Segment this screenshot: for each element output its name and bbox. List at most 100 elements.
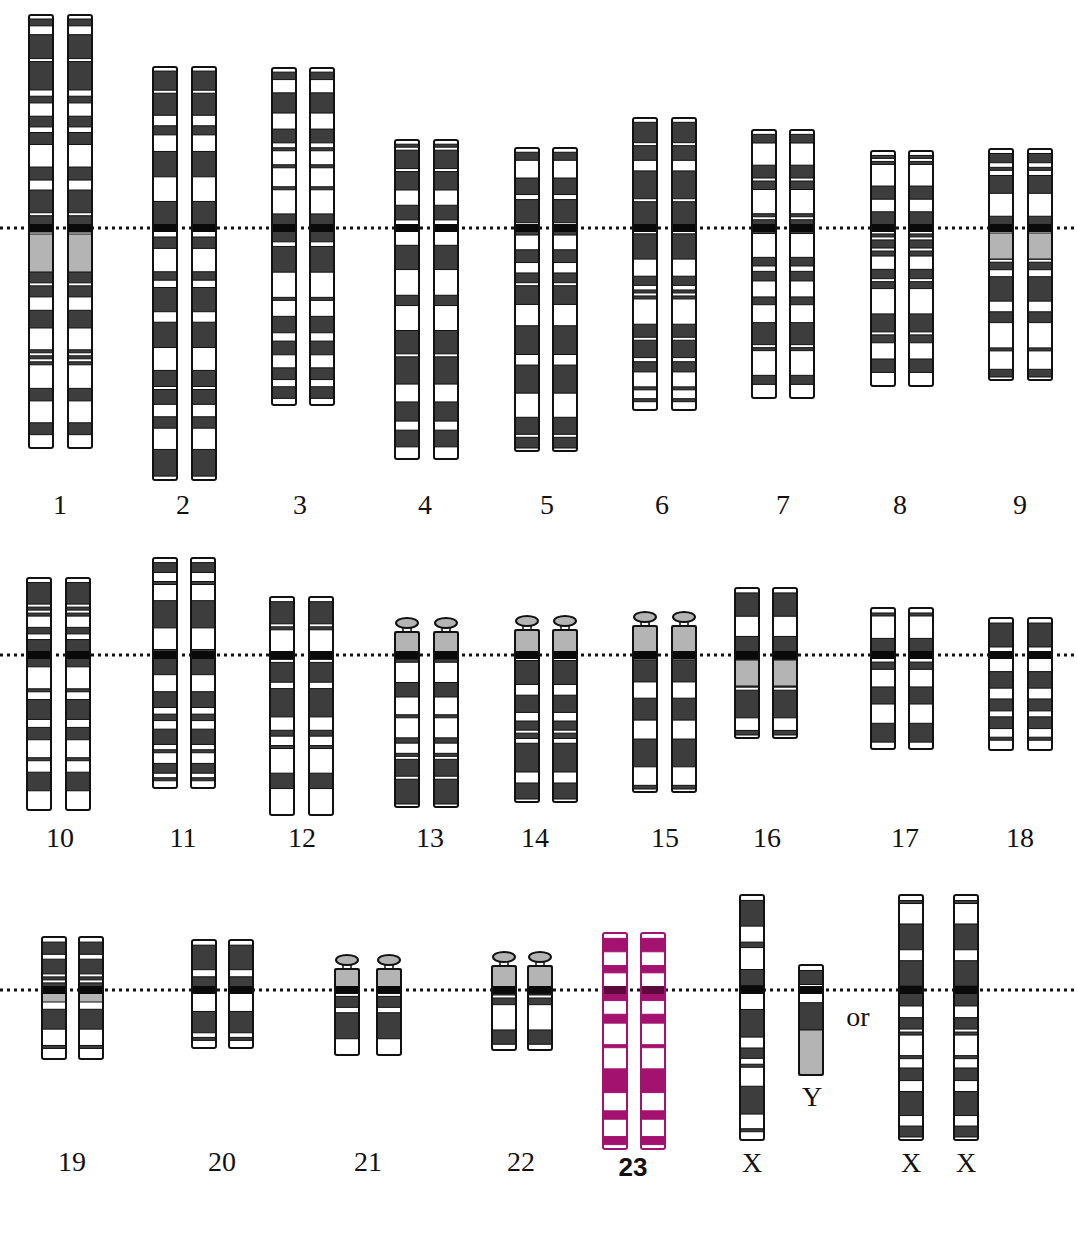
chromosome-band bbox=[395, 753, 419, 756]
chromosome-band bbox=[153, 322, 177, 347]
chromosome-band bbox=[192, 1037, 216, 1040]
chromosome-band bbox=[735, 593, 759, 616]
chromosome-band bbox=[790, 271, 814, 281]
chromosome-band bbox=[553, 200, 577, 223]
chromosome-band bbox=[633, 739, 657, 767]
chromosome-band bbox=[434, 295, 458, 305]
chromosome-band bbox=[310, 246, 334, 272]
centromere bbox=[433, 224, 459, 232]
chromosome-band bbox=[515, 417, 539, 434]
chromatid-outline bbox=[395, 140, 419, 459]
chromosome-band bbox=[272, 297, 296, 300]
chromosome-band bbox=[153, 151, 177, 176]
centromere bbox=[527, 986, 553, 994]
chromosome-band bbox=[773, 593, 797, 616]
chromosome-band bbox=[641, 1045, 665, 1048]
chromatid-body bbox=[79, 937, 103, 1059]
chromatid-outline bbox=[989, 149, 1013, 380]
chromatid-body bbox=[270, 597, 294, 815]
chromosome-band bbox=[29, 423, 53, 435]
chromosome-band bbox=[633, 122, 657, 142]
chromosome-band bbox=[603, 1045, 627, 1048]
chromosome-band bbox=[68, 35, 92, 59]
chromosome-label: 3 bbox=[293, 490, 307, 520]
chromosome-band bbox=[515, 200, 539, 223]
chromosome-band bbox=[871, 161, 895, 164]
centromere bbox=[309, 224, 335, 232]
chromosome-band bbox=[192, 201, 216, 224]
chromosome-label: 11 bbox=[170, 823, 197, 853]
chromatid-body bbox=[989, 149, 1013, 380]
chromatid-outline bbox=[66, 578, 90, 810]
chromosome-band bbox=[395, 683, 419, 697]
centromere bbox=[751, 224, 777, 232]
chromosome-band bbox=[272, 187, 296, 190]
chromatid-body bbox=[871, 151, 895, 386]
chromosome-band bbox=[515, 152, 539, 160]
centromere bbox=[228, 986, 254, 994]
chromatid-body bbox=[1028, 618, 1052, 750]
chromatid-outline bbox=[528, 966, 552, 1050]
chromosome-band bbox=[752, 323, 776, 345]
chromosome-band bbox=[309, 689, 333, 717]
chromosome-band bbox=[989, 348, 1013, 351]
chromosome-band bbox=[740, 1129, 764, 1132]
chromosome-band bbox=[871, 687, 895, 704]
chromosome-label: 12 bbox=[288, 823, 316, 853]
centromere bbox=[433, 651, 459, 659]
chromatid-body bbox=[153, 558, 177, 788]
centromere bbox=[376, 986, 402, 994]
chromatid-outline bbox=[434, 140, 458, 459]
chromosome-band bbox=[153, 71, 177, 90]
chromosome-band bbox=[29, 286, 53, 297]
chromosome-band bbox=[192, 389, 216, 404]
chromatid-outline bbox=[192, 940, 216, 1048]
satellite-knob bbox=[673, 612, 695, 622]
chromosome-band bbox=[66, 689, 90, 692]
chromosome-band bbox=[79, 1009, 103, 1029]
chromosome-band bbox=[191, 692, 215, 708]
chromosome-band bbox=[310, 148, 334, 151]
chromosome-band bbox=[309, 773, 333, 788]
chromosome-label: 8 bbox=[893, 490, 907, 520]
chromosome-band bbox=[377, 1013, 401, 1039]
chromosome-band bbox=[192, 322, 216, 347]
centromere bbox=[908, 651, 934, 659]
chromosome-band bbox=[909, 662, 933, 669]
chromosome-band bbox=[633, 276, 657, 285]
chromatid-outline bbox=[272, 68, 296, 405]
chromosome-band bbox=[553, 250, 577, 263]
chromosome-band bbox=[492, 986, 516, 995]
chromatid-outline bbox=[871, 608, 895, 749]
chromosome-band bbox=[603, 1014, 627, 1023]
chromosome-band bbox=[871, 282, 895, 289]
chromosome-band bbox=[191, 563, 215, 573]
chromatid-outline bbox=[153, 67, 177, 480]
chromosome-band bbox=[272, 148, 296, 151]
chromatid-outline bbox=[270, 597, 294, 815]
centromere bbox=[789, 224, 815, 232]
chromosome-band bbox=[395, 245, 419, 269]
chromosome-band bbox=[752, 348, 776, 351]
chromosome-band bbox=[633, 785, 657, 789]
chromosome-label: 18 bbox=[1006, 823, 1034, 853]
chromosome-band bbox=[153, 93, 177, 115]
chromosome-band bbox=[871, 186, 895, 199]
chromatid-body bbox=[799, 965, 823, 1075]
chromatid-outline bbox=[871, 151, 895, 386]
chromosome-band bbox=[29, 167, 53, 180]
chromatid-body bbox=[395, 632, 419, 807]
centromere bbox=[334, 986, 360, 994]
chromosome-band bbox=[1028, 369, 1052, 377]
chromatid-body bbox=[492, 966, 516, 1050]
chromosome-band bbox=[335, 1013, 359, 1039]
centromere bbox=[632, 224, 658, 232]
chromosome-band bbox=[434, 331, 458, 354]
satellite-knob bbox=[336, 955, 358, 965]
chromosome-band bbox=[773, 730, 797, 735]
chromosome-band bbox=[66, 583, 90, 605]
centromere bbox=[739, 986, 765, 994]
chromosome-label: 2 bbox=[176, 490, 190, 520]
chromosome-label: 7 bbox=[776, 490, 790, 520]
chromosome-band bbox=[434, 245, 458, 269]
